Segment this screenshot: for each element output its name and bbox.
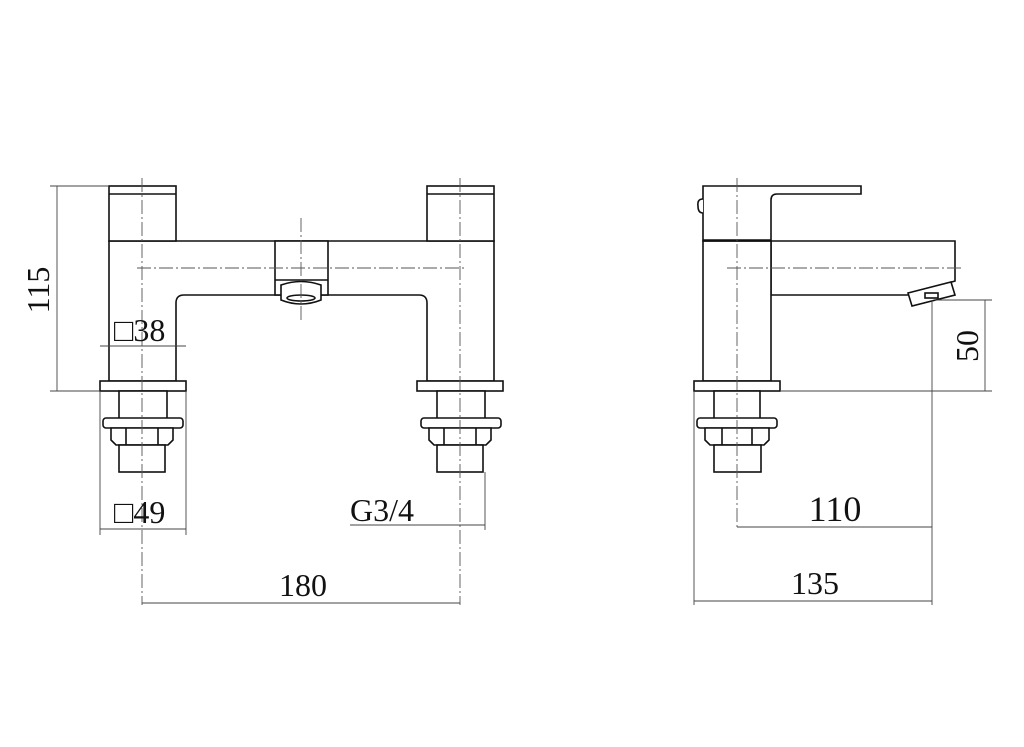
spout-reach-dimension-110: 110 — [809, 489, 862, 529]
thread-size-label: G3/4 — [350, 492, 414, 528]
spout-aerator — [906, 281, 957, 307]
body-width-dimension-38: □38 — [114, 312, 165, 348]
overall-depth-dimension-135: 135 — [791, 565, 839, 601]
lever-handle — [702, 185, 862, 242]
left-fixing — [99, 380, 187, 473]
centers-dimension-180: 180 — [279, 567, 327, 603]
spout-height-dimension-50: 50 — [949, 330, 985, 362]
height-dimension-115: 115 — [20, 267, 56, 314]
base-width-dimension-49: □49 — [114, 494, 165, 530]
handle-knob — [697, 198, 704, 214]
left-handle — [108, 185, 177, 242]
right-handle — [426, 185, 495, 242]
tap-body-bridge — [108, 240, 495, 382]
front-view-bath-filler: 115 □38 □49 G3/4 180 — [20, 178, 504, 605]
side-view: 50 110 135 — [693, 178, 992, 605]
